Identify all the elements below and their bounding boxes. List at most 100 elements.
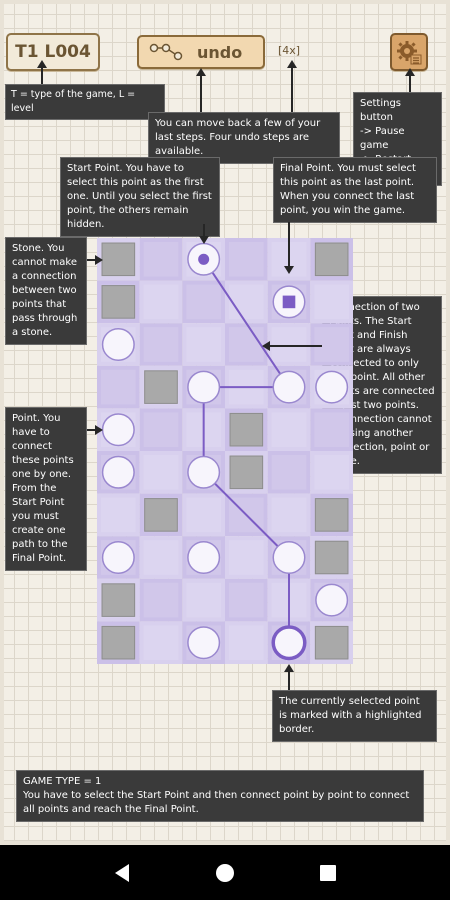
- nav-recents-button[interactable]: [316, 861, 340, 885]
- tip-start-point: Start Point. You have to select this poi…: [60, 157, 220, 237]
- board-cell: [225, 238, 268, 281]
- cell-shine: [314, 284, 349, 320]
- arrow-start: [203, 224, 205, 238]
- board-cell: [267, 493, 311, 537]
- gear-menu-icon: [397, 41, 422, 65]
- cell-shine: [186, 284, 221, 320]
- level-label: T1 L004: [15, 42, 91, 62]
- arrow-final-head: [284, 266, 294, 274]
- board-cell: [139, 621, 183, 664]
- cell-shine: [186, 327, 221, 362]
- point[interactable]: [272, 540, 306, 575]
- arrow-level: [41, 66, 43, 84]
- cell-shine: [143, 582, 179, 618]
- tip-point: Point. You have to connect these points …: [5, 407, 87, 571]
- selected-point[interactable]: [271, 625, 307, 661]
- cell-shine: [271, 497, 307, 533]
- point[interactable]: [187, 626, 221, 660]
- tip-selected-point: The currently selected point is marked w…: [272, 690, 437, 742]
- board-cell: [139, 408, 183, 451]
- stone: [314, 540, 349, 575]
- final-point-marker: [282, 295, 296, 309]
- cell-shine: [143, 625, 179, 660]
- point[interactable]: [101, 327, 135, 362]
- point[interactable]: [187, 455, 221, 489]
- stone: [101, 583, 136, 617]
- board-cell: [310, 280, 353, 324]
- arrow-level-head: [37, 60, 47, 68]
- cell-shine: [186, 582, 221, 618]
- arrow-undo-count: [291, 65, 293, 112]
- stone: [229, 412, 264, 447]
- stone: [144, 370, 178, 404]
- board-cell: [267, 323, 311, 366]
- stone: [101, 242, 136, 277]
- point[interactable]: [272, 370, 306, 404]
- cell-shine: [229, 284, 264, 320]
- stone: [314, 625, 349, 660]
- tip-stone: Stone. You cannot make a connection betw…: [5, 237, 87, 345]
- stone: [314, 242, 349, 277]
- tip-game-type: GAME TYPE = 1 You have to select the Sta…: [16, 770, 424, 822]
- square-recents-icon: [320, 864, 337, 881]
- board-cell: [97, 365, 140, 409]
- connected-dots-icon: [149, 43, 183, 61]
- board-cell: [182, 493, 225, 537]
- board-cell: [310, 408, 353, 451]
- settings-button[interactable]: [390, 33, 428, 71]
- point[interactable]: [187, 370, 221, 404]
- tip-level: T = type of the game, L = level: [5, 84, 165, 120]
- point[interactable]: [315, 370, 349, 404]
- cell-shine: [229, 582, 264, 618]
- arrow-point: [87, 429, 95, 431]
- arrow-final: [288, 222, 290, 268]
- undo-button[interactable]: undo: [137, 35, 265, 69]
- cell-shine: [314, 455, 349, 490]
- game-frame: [0, 0, 450, 845]
- point[interactable]: [101, 455, 135, 489]
- board-cell: [139, 280, 183, 324]
- cell-shine: [271, 327, 307, 362]
- board-cell: [225, 536, 268, 579]
- arrow-connection: [270, 345, 322, 347]
- undo-count: [4x]: [278, 44, 301, 57]
- arrow-selected-head: [284, 664, 294, 672]
- board-cell: [225, 621, 268, 664]
- point[interactable]: [101, 540, 135, 575]
- cell-shine: [229, 242, 264, 277]
- arrow-stone-head: [95, 255, 103, 265]
- nav-home-button[interactable]: [213, 861, 237, 885]
- triangle-back-icon: [114, 863, 129, 882]
- arrow-point-head: [95, 425, 103, 435]
- cell-shine: [143, 412, 179, 447]
- stone: [101, 625, 136, 660]
- point[interactable]: [187, 540, 221, 575]
- board-cell: [310, 451, 353, 494]
- arrow-undo: [200, 73, 202, 112]
- arrow-start-head: [199, 236, 209, 244]
- undo-label: undo: [197, 42, 243, 62]
- board-cell: [139, 323, 183, 366]
- arrow-connection-head: [262, 341, 270, 351]
- board-cell: [139, 238, 183, 281]
- arrow-stone: [87, 259, 95, 261]
- stone: [101, 285, 136, 319]
- point[interactable]: [315, 583, 349, 617]
- start-point-marker: [198, 253, 210, 265]
- cell-shine: [314, 412, 349, 447]
- arrow-settings: [409, 74, 411, 92]
- stone: [314, 498, 349, 532]
- cell-shine: [143, 327, 179, 362]
- board-cell: [139, 578, 183, 622]
- cell-shine: [229, 625, 264, 660]
- point[interactable]: [101, 413, 135, 447]
- arrow-undo-count-head: [287, 60, 297, 68]
- nav-back-button[interactable]: [110, 861, 134, 885]
- cell-shine: [229, 540, 264, 575]
- board-cell: [182, 323, 225, 366]
- board-pieces: [101, 242, 349, 661]
- game-board: [97, 238, 353, 664]
- cell-shine: [229, 327, 264, 362]
- cell-shine: [186, 497, 221, 533]
- arrow-undo-head: [196, 68, 206, 76]
